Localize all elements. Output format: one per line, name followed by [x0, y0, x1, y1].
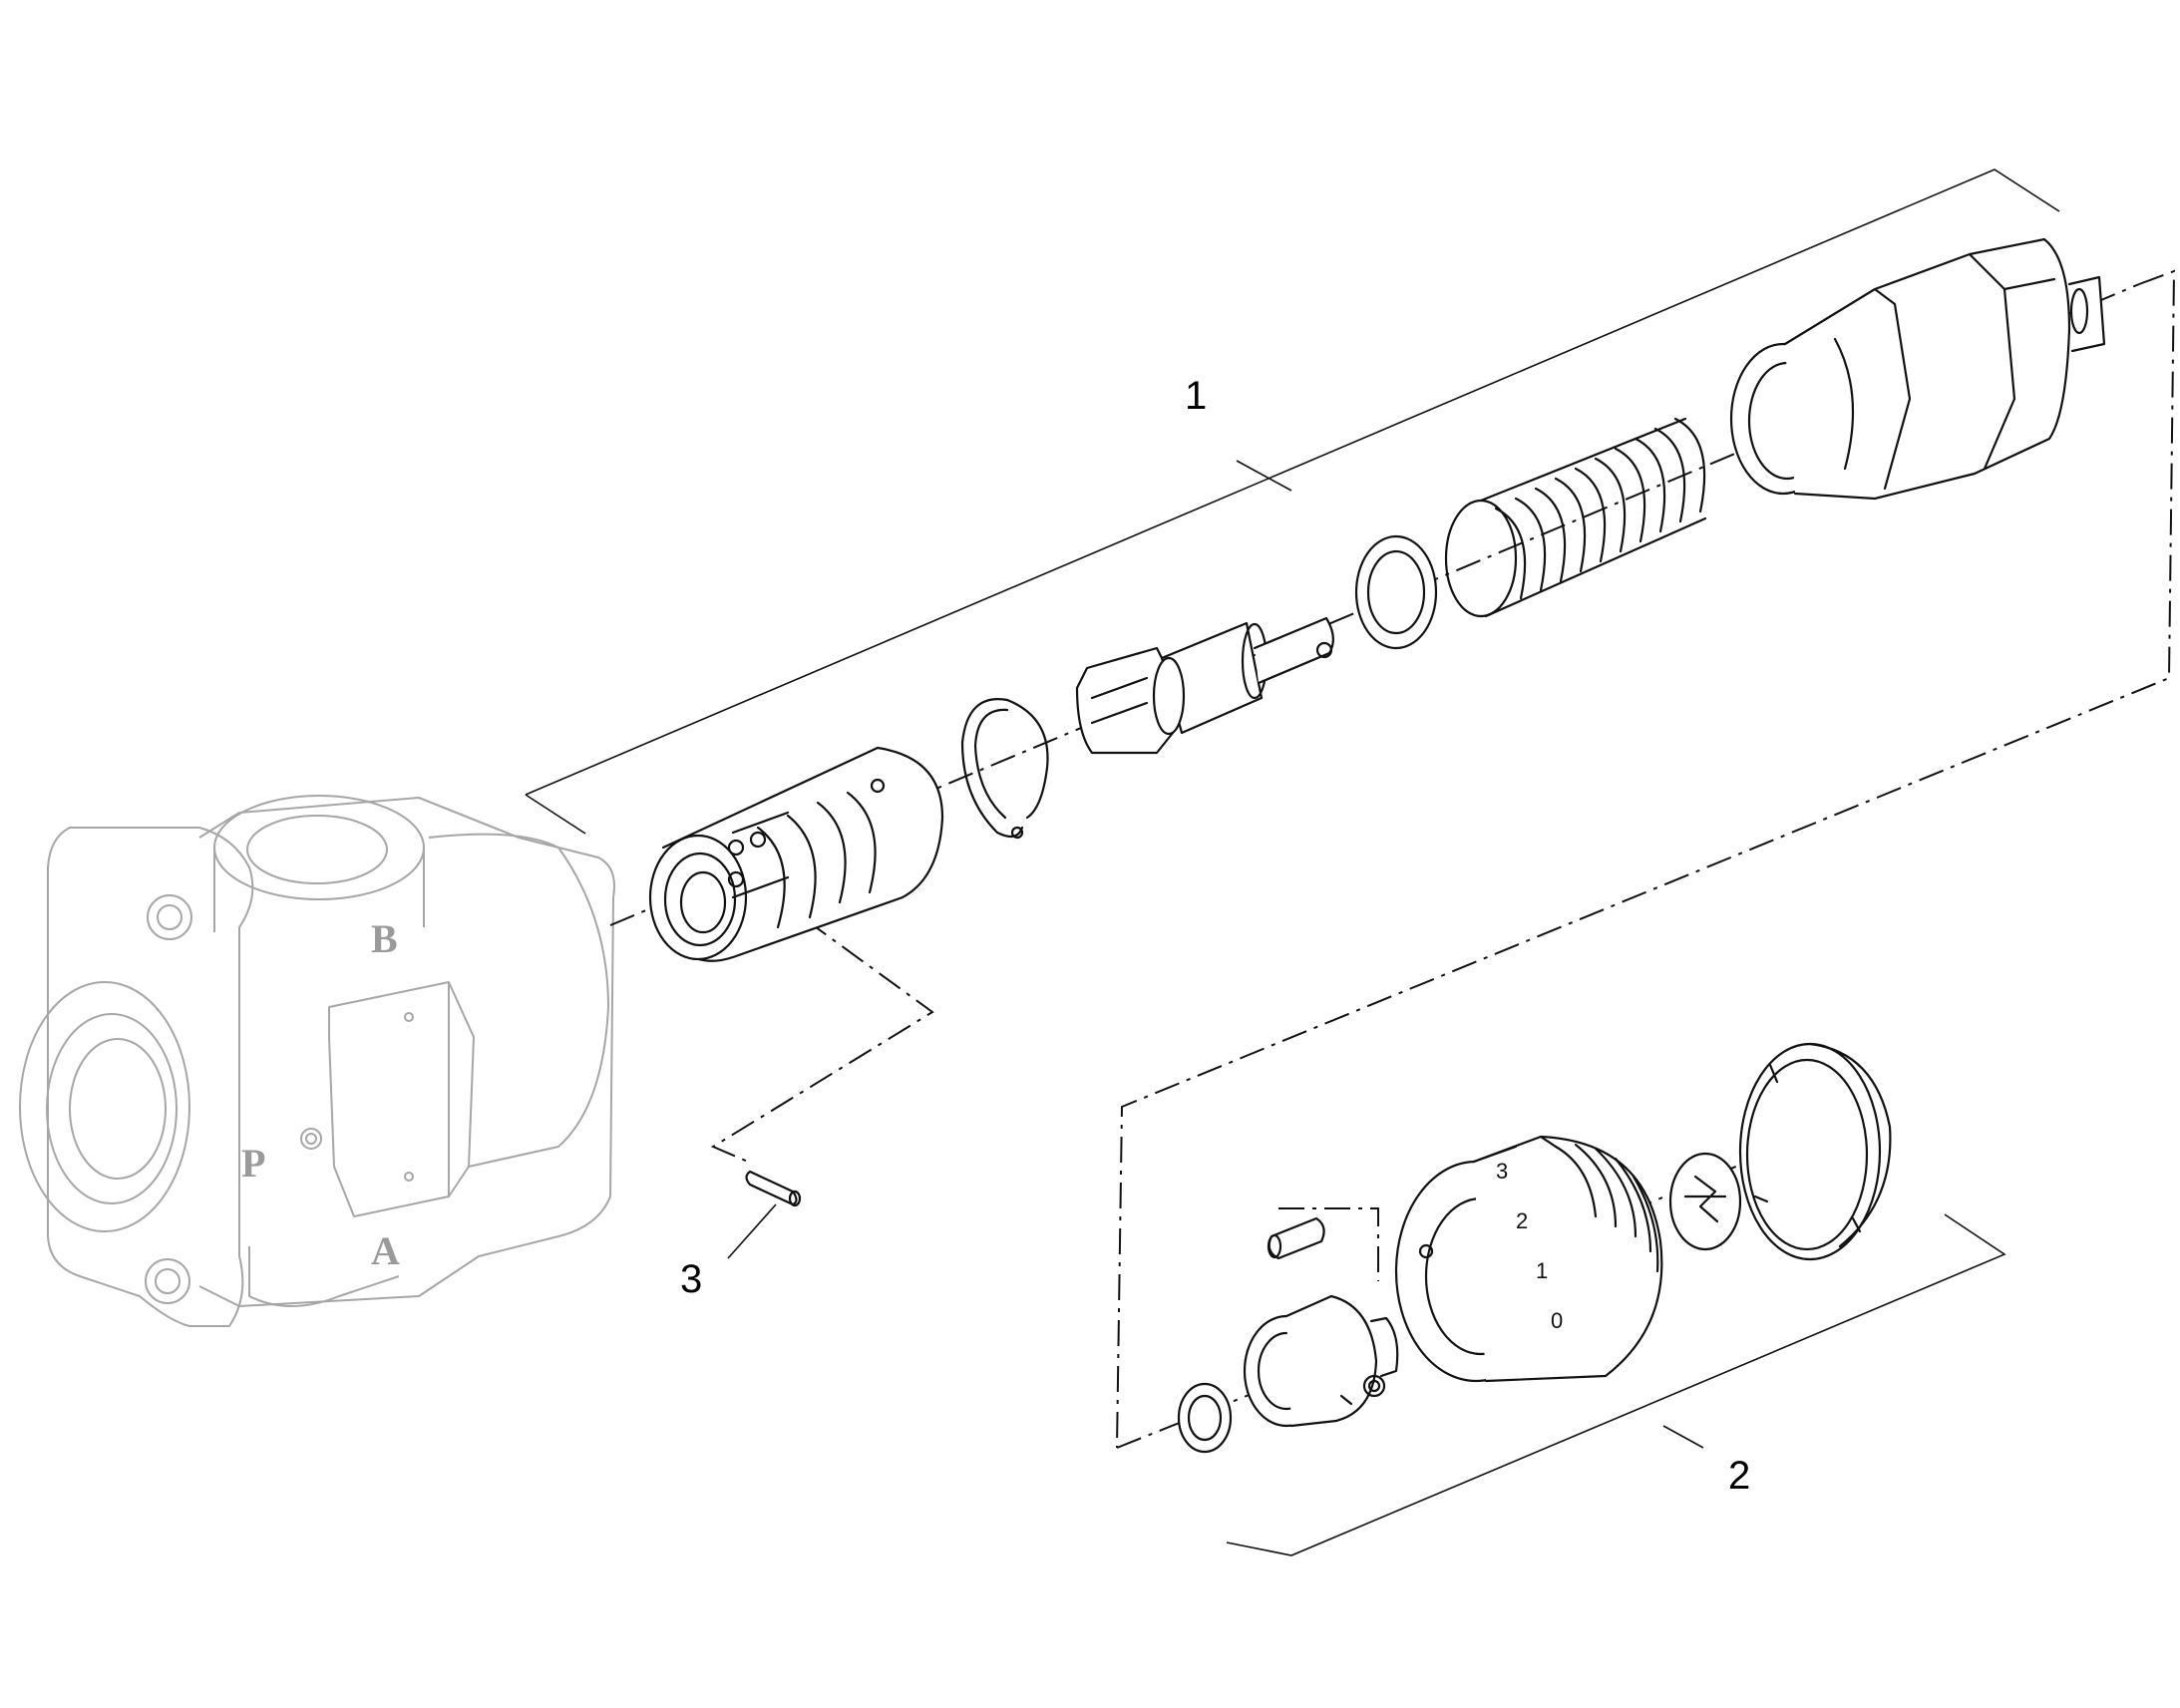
retaining-ring	[960, 698, 1049, 840]
port-label-b: B	[371, 916, 398, 961]
dial-scale-3: 3	[1496, 1159, 1508, 1184]
callout-label-3: 3	[680, 1257, 702, 1301]
spool-piston	[1075, 616, 1334, 755]
dial-scale-1: 1	[1536, 1258, 1548, 1283]
roll-pin	[745, 1170, 802, 1207]
valve-body: B P A	[19, 795, 615, 1327]
dial-scale-2: 2	[1516, 1208, 1528, 1233]
adjusting-housing	[1729, 237, 2106, 501]
dial-adapter	[1243, 1294, 1399, 1428]
detent-pin	[1267, 1216, 1325, 1260]
callout-2: 2	[1662, 1425, 1750, 1498]
dial-scale-0: 0	[1551, 1308, 1563, 1333]
cap-ring	[1738, 1042, 1892, 1261]
callout-label-2: 2	[1728, 1454, 1750, 1498]
group-bracket-1	[525, 169, 2060, 835]
star-lock-washer	[1668, 1152, 1742, 1251]
port-label-a: A	[371, 1228, 400, 1273]
washer	[1354, 534, 1438, 650]
port-label-p: P	[241, 1141, 265, 1186]
callout-1: 1	[1185, 374, 1292, 492]
small-o-ring	[1177, 1382, 1233, 1454]
group-bracket-2	[1226, 1213, 2006, 1556]
dial-knob: 3 2 1 0	[1394, 1135, 1663, 1383]
callout-label-1: 1	[1185, 374, 1207, 418]
spool-sleeve	[648, 746, 944, 962]
compression-spring	[1444, 417, 1707, 618]
callout-3: 3	[680, 1203, 777, 1301]
